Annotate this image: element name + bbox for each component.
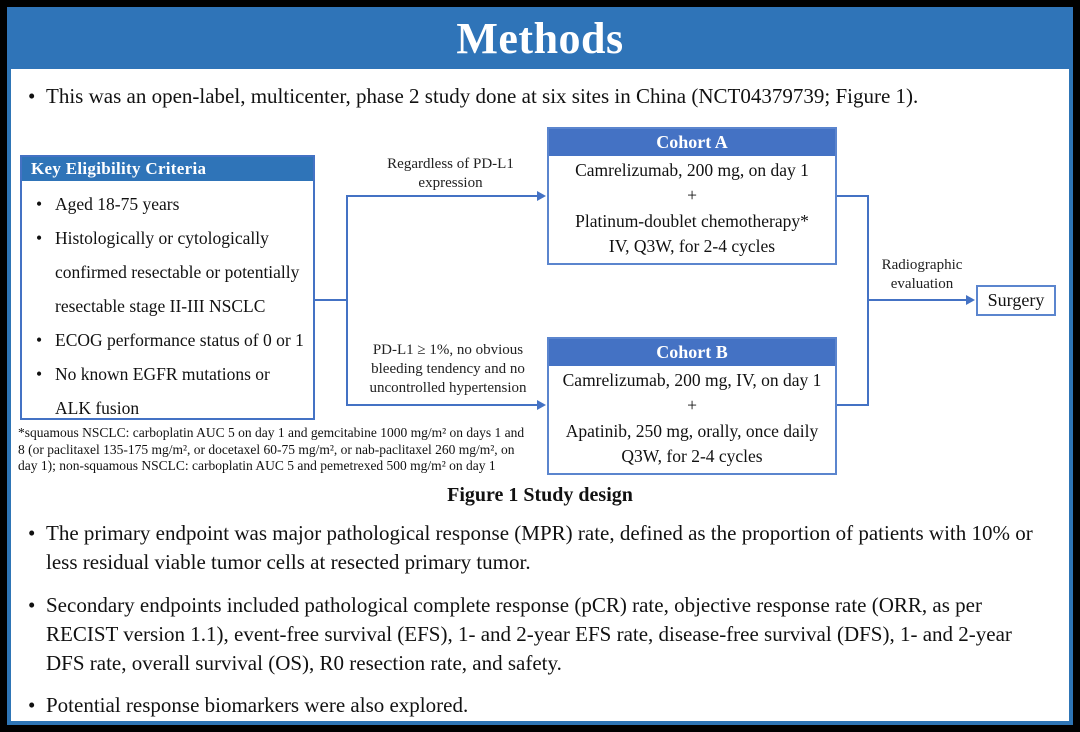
eligibility-item: No known EGFR mutations or ALK fusion xyxy=(34,357,307,425)
bullet-marker: • xyxy=(28,84,36,108)
bullet-marker: • xyxy=(28,521,36,545)
cohort-a-header: Cohort A xyxy=(549,129,835,156)
eligibility-box: Key Eligibility Criteria Aged 18-75 year… xyxy=(20,155,315,420)
eligibility-header: Key Eligibility Criteria xyxy=(22,157,313,181)
bullet-text: Secondary endpoints included pathologica… xyxy=(46,593,1012,675)
branch-bottom-label: PD-L1 ≥ 1%, no obvious bleeding tendency… xyxy=(369,342,527,396)
cohort-a-line: Platinum-doublet chemotherapy* xyxy=(575,210,809,231)
connector-arrow-to-cohort-a xyxy=(346,195,537,197)
arrowhead-icon xyxy=(966,295,975,305)
bullet-text: The primary endpoint was major pathologi… xyxy=(46,521,1033,574)
chemo-footnote: *squamous NSCLC: carboplatin AUC 5 on da… xyxy=(18,425,525,473)
cohort-a-line: IV, Q3W, for 2-4 cycles xyxy=(608,235,776,256)
secondary-endpoint-bullet: • Secondary endpoints included pathologi… xyxy=(18,591,1048,678)
cohort-b-line: + xyxy=(687,395,697,416)
cohort-b-body: Camrelizumab, 200 mg, IV, on day 1 + Apa… xyxy=(549,366,835,471)
connector-line xyxy=(315,299,348,301)
connector-line xyxy=(346,195,348,406)
connector-line xyxy=(837,195,869,197)
bullet-marker: • xyxy=(28,693,36,717)
cohort-a-body: Camrelizumab, 200 mg, on day 1 + Platinu… xyxy=(549,156,835,261)
connector-arrow-to-surgery xyxy=(867,299,967,301)
cohort-b-line: Camrelizumab, 200 mg, IV, on day 1 xyxy=(562,370,822,391)
bullet-text: Potential response biomarkers were also … xyxy=(46,693,469,717)
intro-bullet-text: This was an open-label, multicenter, pha… xyxy=(46,84,919,108)
page-title: Methods xyxy=(456,13,624,63)
eligibility-item: Aged 18-75 years xyxy=(34,187,307,221)
eligibility-item: ECOG performance status of 0 or 1 xyxy=(34,323,307,357)
bullet-marker: • xyxy=(28,593,36,617)
arrowhead-icon xyxy=(537,400,546,410)
cohort-b-box: Cohort B Camrelizumab, 200 mg, IV, on da… xyxy=(547,337,837,475)
cohort-a-line: + xyxy=(687,185,697,206)
branch-top-label: Regardless of PD-L1 expression xyxy=(387,156,514,191)
evaluation-label: Radiographic evaluation xyxy=(881,257,963,292)
endpoint-bullet: • The primary endpoint was major patholo… xyxy=(18,519,1048,577)
cohort-a-box: Cohort A Camrelizumab, 200 mg, on day 1 … xyxy=(547,127,837,265)
cohort-a-line: Camrelizumab, 200 mg, on day 1 xyxy=(575,160,809,181)
surgery-box: Surgery xyxy=(976,285,1056,316)
figure-caption: Figure 1 Study design xyxy=(447,484,633,506)
cohort-b-header: Cohort B xyxy=(549,339,835,366)
connector-line xyxy=(837,404,869,406)
title-bar: Methods xyxy=(7,7,1073,69)
eligibility-list: Aged 18-75 years Histologically or cytol… xyxy=(22,181,313,425)
cohort-b-line: Apatinib, 250 mg, orally, once daily xyxy=(565,420,819,441)
arrowhead-icon xyxy=(537,191,546,201)
connector-arrow-to-cohort-b xyxy=(346,404,537,406)
intro-bullet: • This was an open-label, multicenter, p… xyxy=(18,82,1048,111)
biomarkers-bullet: • Potential response biomarkers were als… xyxy=(18,691,1048,720)
eligibility-item: Histologically or cytologically confirme… xyxy=(34,221,307,323)
cohort-b-line: Q3W, for 2-4 cycles xyxy=(621,445,763,466)
